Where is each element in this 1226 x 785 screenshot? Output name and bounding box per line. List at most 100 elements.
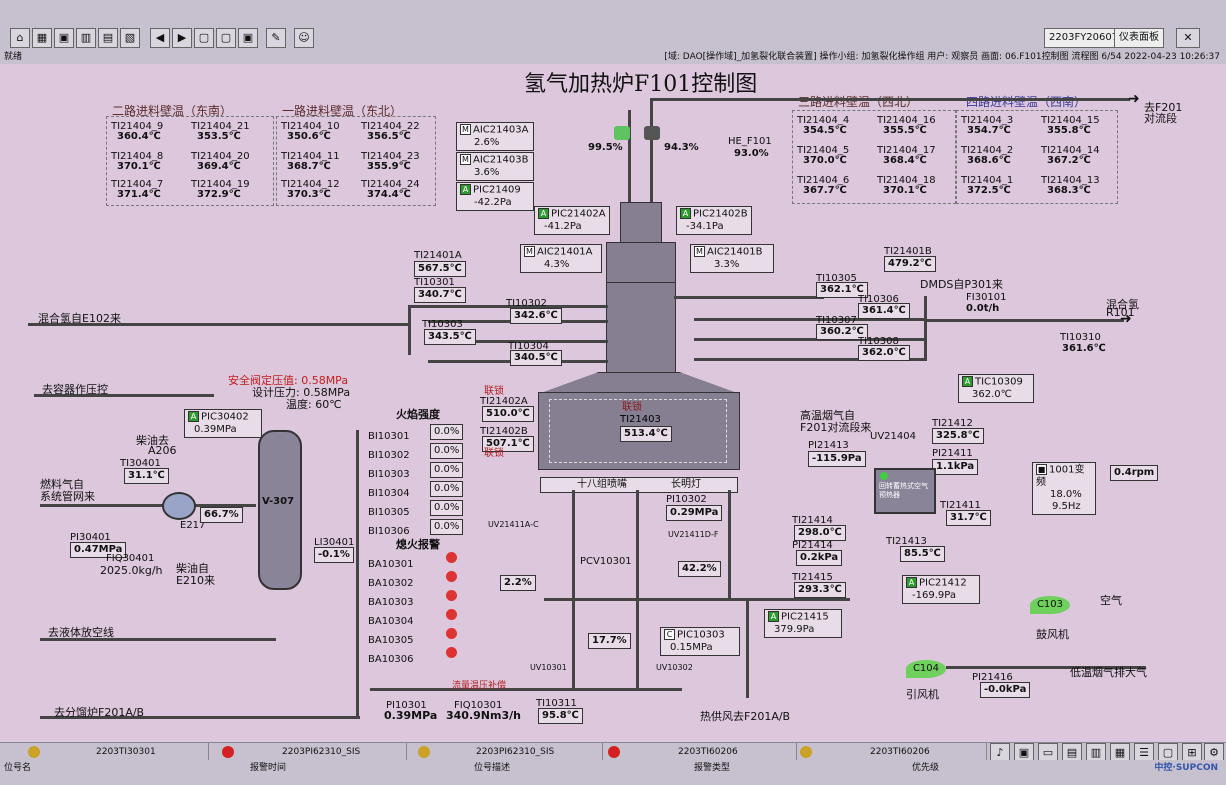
doc-icon[interactable]: ▣ [238, 28, 258, 48]
alarm-entry[interactable]: 2203PI62310_SIS [208, 743, 407, 761]
v307-vessel[interactable] [258, 430, 302, 590]
alarm-row[interactable]: BA10301 [368, 552, 468, 571]
alarm-entry[interactable]: 2203TI60206 [796, 743, 987, 761]
temp-tag[interactable]: TI21404_20 [191, 151, 250, 162]
ti21414-tag[interactable]: TI21414 [792, 515, 833, 526]
ti21401a-tag[interactable]: TI21401A [414, 250, 462, 261]
alarm-row[interactable]: BA10304 [368, 609, 468, 628]
temp-tag[interactable]: TI21404_21 [191, 121, 250, 132]
page-icon[interactable]: ▢ [194, 28, 214, 48]
pcv10301-label[interactable]: PCV10301 [580, 556, 632, 567]
view-select[interactable]: 仪表面板 [1114, 28, 1164, 48]
ti10305-tag[interactable]: TI10305 [816, 273, 857, 284]
air-preheater[interactable]: 回转蓄热式空气预热器 [874, 468, 936, 514]
grid-icon[interactable]: ▦ [32, 28, 52, 48]
temp-tag[interactable]: TI21404_19 [191, 179, 250, 190]
temp-tag[interactable]: TI21404_15 [1041, 115, 1100, 126]
ti21413-tag[interactable]: TI21413 [886, 536, 927, 547]
alarm-row[interactable]: BA10306 [368, 647, 468, 666]
temp-tag[interactable]: TI21404_24 [361, 179, 420, 190]
temp-tag[interactable]: TI21404_16 [877, 115, 936, 126]
user-icon[interactable]: ☺ [294, 28, 314, 48]
temp-tag[interactable]: TI21404_5 [797, 145, 850, 156]
window-icon[interactable]: ▥ [1086, 743, 1106, 763]
blower-c103[interactable]: C103 [1030, 596, 1070, 614]
alarm-row[interactable]: BA10303 [368, 590, 468, 609]
temp-tag[interactable]: TI21404_6 [797, 175, 850, 186]
temp-tag[interactable]: TI21404_14 [1041, 145, 1100, 156]
ti10308-tag[interactable]: TI10308 [858, 336, 899, 347]
pi21416-tag[interactable]: PI21416 [972, 672, 1013, 683]
ti10303-tag[interactable]: TI10303 [422, 319, 463, 330]
col-time[interactable]: 报警时间 [250, 763, 287, 773]
li30401-tag[interactable]: LI30401 [314, 537, 355, 548]
close-icon[interactable]: ✕ [1176, 28, 1200, 48]
ti21403-tag[interactable]: TI21403 [620, 414, 661, 425]
temp-tag[interactable]: TI21404_8 [111, 151, 164, 162]
ti21401b-tag[interactable]: TI21401B [884, 246, 932, 257]
col-type[interactable]: 报警类型 [694, 763, 731, 773]
ti10301-tag[interactable]: TI10301 [414, 277, 455, 288]
uv10302-label[interactable]: UV10302 [656, 663, 693, 672]
temp-tag[interactable]: TI21404_23 [361, 151, 420, 162]
uv-c-label[interactable]: UV21411A-C [488, 520, 539, 529]
temp-tag[interactable]: TI21404_17 [877, 145, 936, 156]
temp-tag[interactable]: TI21404_22 [361, 121, 420, 132]
temp-tag[interactable]: TI21404_18 [877, 175, 936, 186]
he-tag[interactable]: HE_F101 [728, 136, 772, 147]
fi30101-tag[interactable]: FI30101 [966, 292, 1007, 303]
alarm-row[interactable]: BA10302 [368, 571, 468, 590]
temp-tag[interactable]: TI21404_7 [111, 179, 164, 190]
pi10302-tag[interactable]: PI10302 [666, 494, 707, 505]
print-icon[interactable]: ▤ [1062, 743, 1082, 763]
uv21404-label[interactable]: UV21404 [870, 431, 916, 442]
alarm-entry[interactable]: 2203PI62310_SIS [406, 743, 603, 761]
col-tag[interactable]: 位号名 [4, 763, 32, 773]
list-icon[interactable]: ☰ [1134, 743, 1154, 763]
home-icon[interactable]: ⌂ [10, 28, 30, 48]
ti21412-tag[interactable]: TI21412 [932, 418, 973, 429]
temp-tag[interactable]: TI21404_12 [281, 179, 340, 190]
chart-icon[interactable]: ▥ [76, 28, 96, 48]
panel-icon[interactable]: ▤ [98, 28, 118, 48]
fiq30401-tag[interactable]: FIQ30401 [106, 553, 155, 564]
ti10310-tag[interactable]: TI10310 [1060, 332, 1101, 343]
temp-tag[interactable]: TI21404_11 [281, 151, 340, 162]
damper-valve-icon[interactable] [614, 126, 630, 140]
window-icon[interactable]: ▣ [54, 28, 74, 48]
col-desc[interactable]: 位号描述 [474, 763, 511, 773]
back-icon[interactable]: ◀ [150, 28, 170, 48]
pi10301-tag[interactable]: PI10301 [386, 700, 427, 711]
pi21411-tag[interactable]: PI21411 [932, 448, 973, 459]
pi30401-tag[interactable]: PI30401 [70, 532, 111, 543]
ti21411-tag[interactable]: TI21411 [940, 500, 981, 511]
temp-tag[interactable]: TI21404_13 [1041, 175, 1100, 186]
ti10302-tag[interactable]: TI10302 [506, 298, 547, 309]
ti21402a-tag[interactable]: TI21402A [480, 396, 528, 407]
pi21413-tag[interactable]: PI21413 [808, 440, 849, 451]
network-icon[interactable]: ⊞ [1182, 743, 1202, 763]
ti21402b-tag[interactable]: TI21402B [480, 426, 528, 437]
col-priority[interactable]: 优先级 [912, 763, 940, 773]
ti21415-tag[interactable]: TI21415 [792, 572, 833, 583]
alarm-entry[interactable]: 2203TI60206 [602, 743, 797, 761]
ti10306-tag[interactable]: TI10306 [858, 294, 899, 305]
fiq10301-tag[interactable]: FIQ10301 [454, 700, 503, 711]
alarm-row[interactable]: BA10305 [368, 628, 468, 647]
page2-icon[interactable]: ▢ [216, 28, 236, 48]
